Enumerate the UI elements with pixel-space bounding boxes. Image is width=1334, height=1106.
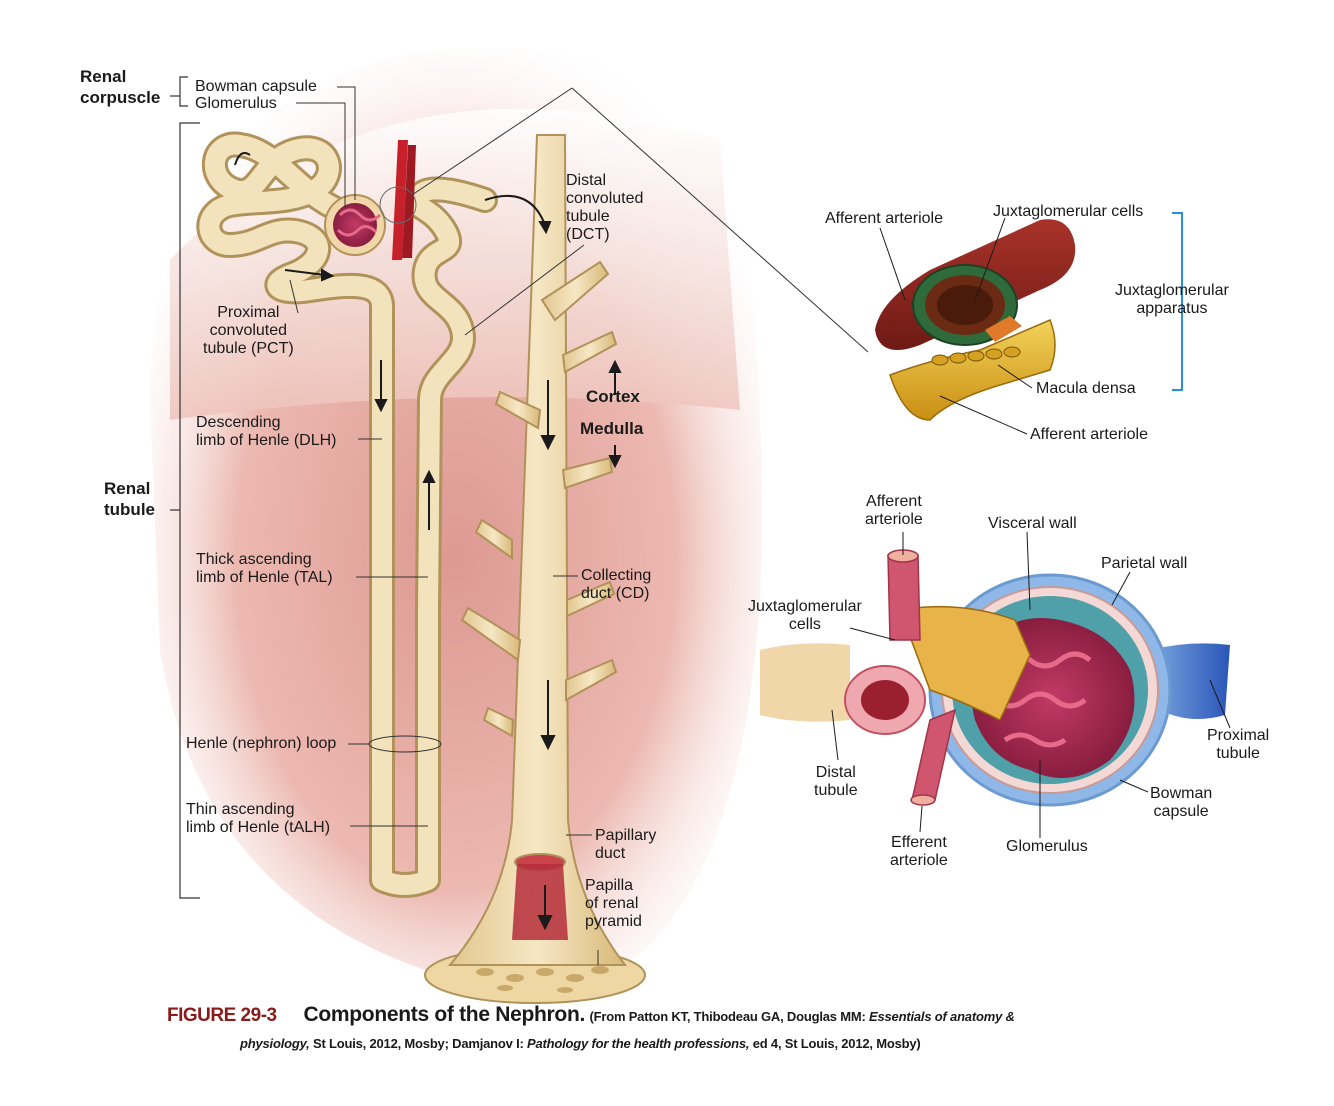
label-collecting-duct: Collecting duct (CD) bbox=[581, 567, 652, 602]
citation-book-1: Essentials of anatomy & bbox=[869, 1009, 1015, 1024]
label-bowman-capsule-corpuscle: Bowman capsule bbox=[1150, 785, 1213, 820]
nephron-tubule bbox=[196, 131, 498, 898]
figure-title: Components of the Nephron. bbox=[303, 1003, 586, 1026]
figure-caption-line-2: physiology, St Louis, 2012, Mosby; Damja… bbox=[240, 1035, 921, 1053]
label-juxtaglomerular-cells-top: Juxtaglomerular cells bbox=[993, 203, 1144, 220]
label-glomerulus: Glomerulus bbox=[195, 95, 277, 112]
glomerulus-cluster bbox=[324, 140, 417, 260]
label-papilla: Papilla of renal pyramid bbox=[585, 877, 642, 930]
left-brackets bbox=[170, 76, 200, 899]
papillary-duct-lumen bbox=[512, 864, 568, 940]
label-renal-tubule: Renal tubule bbox=[104, 479, 155, 519]
label-efferent-arteriole: Efferent arteriole bbox=[890, 834, 948, 869]
citation-part-3: ed 4, St Louis, 2012, Mosby) bbox=[749, 1036, 921, 1051]
label-dlh: Descending limb of Henle (DLH) bbox=[196, 414, 337, 449]
flow-arrows bbox=[234, 152, 622, 931]
inset-renal-corpuscle bbox=[760, 549, 1230, 807]
label-medulla: Medulla bbox=[580, 419, 644, 438]
label-pct: Proximal convoluted tubule (PCT) bbox=[203, 304, 294, 357]
label-juxtaglomerular-cells-corpuscle: Juxtaglomerular cells bbox=[748, 598, 862, 633]
label-talh: Thin ascending limb of Henle (tALH) bbox=[186, 801, 331, 836]
leader-lines bbox=[289, 86, 869, 965]
label-macula-densa: Macula densa bbox=[1036, 380, 1136, 397]
label-renal-corpuscle: Renal corpuscle bbox=[80, 67, 161, 107]
label-afferent-arteriole-bottom: Afferent arteriole bbox=[1030, 426, 1148, 443]
label-distal-tubule: Distal tubule bbox=[814, 764, 858, 799]
label-henle-loop: Henle (nephron) loop bbox=[186, 735, 337, 752]
jga-bracket bbox=[1172, 212, 1183, 391]
label-tal: Thick ascending limb of Henle (TAL) bbox=[196, 551, 333, 586]
inset-top-leaders bbox=[879, 217, 1033, 435]
citation-book-1-cont: physiology, bbox=[240, 1036, 310, 1051]
citation-book-2: Pathology for the health professions, bbox=[527, 1036, 750, 1051]
label-dct: Distal convoluted tubule (DCT) bbox=[566, 172, 644, 243]
citation-part-2: St Louis, 2012, Mosby; Damjanov I: bbox=[309, 1036, 528, 1051]
papilla-pores bbox=[476, 966, 609, 993]
figure-number: FIGURE 29-3 bbox=[167, 1005, 277, 1026]
label-afferent-arteriole-top: Afferent arteriole bbox=[825, 210, 943, 227]
label-afferent-arteriole-corpuscle: Afferent arteriole bbox=[865, 493, 923, 528]
label-visceral-wall: Visceral wall bbox=[988, 515, 1077, 532]
figure-caption-line-1: FIGURE 29-3 Components of the Nephron. (… bbox=[167, 1003, 1015, 1027]
inset-juxtaglomerular-apparatus bbox=[875, 219, 1076, 421]
label-papillary-duct: Papillary duct bbox=[595, 827, 657, 862]
label-proximal-tubule: Proximal tubule bbox=[1207, 727, 1270, 762]
label-parietal-wall: Parietal wall bbox=[1101, 555, 1188, 572]
label-glomerulus-corpuscle: Glomerulus bbox=[1006, 838, 1088, 855]
label-bowman-capsule: Bowman capsule bbox=[195, 78, 317, 95]
collecting-duct bbox=[447, 134, 628, 966]
citation-part-1: (From Patton KT, Thibodeau GA, Douglas M… bbox=[589, 1009, 870, 1024]
label-cortex: Cortex bbox=[586, 387, 640, 406]
label-juxtaglomerular-apparatus: Juxtaglomerular apparatus bbox=[1115, 282, 1229, 317]
inset-bottom-leaders bbox=[831, 531, 1231, 838]
